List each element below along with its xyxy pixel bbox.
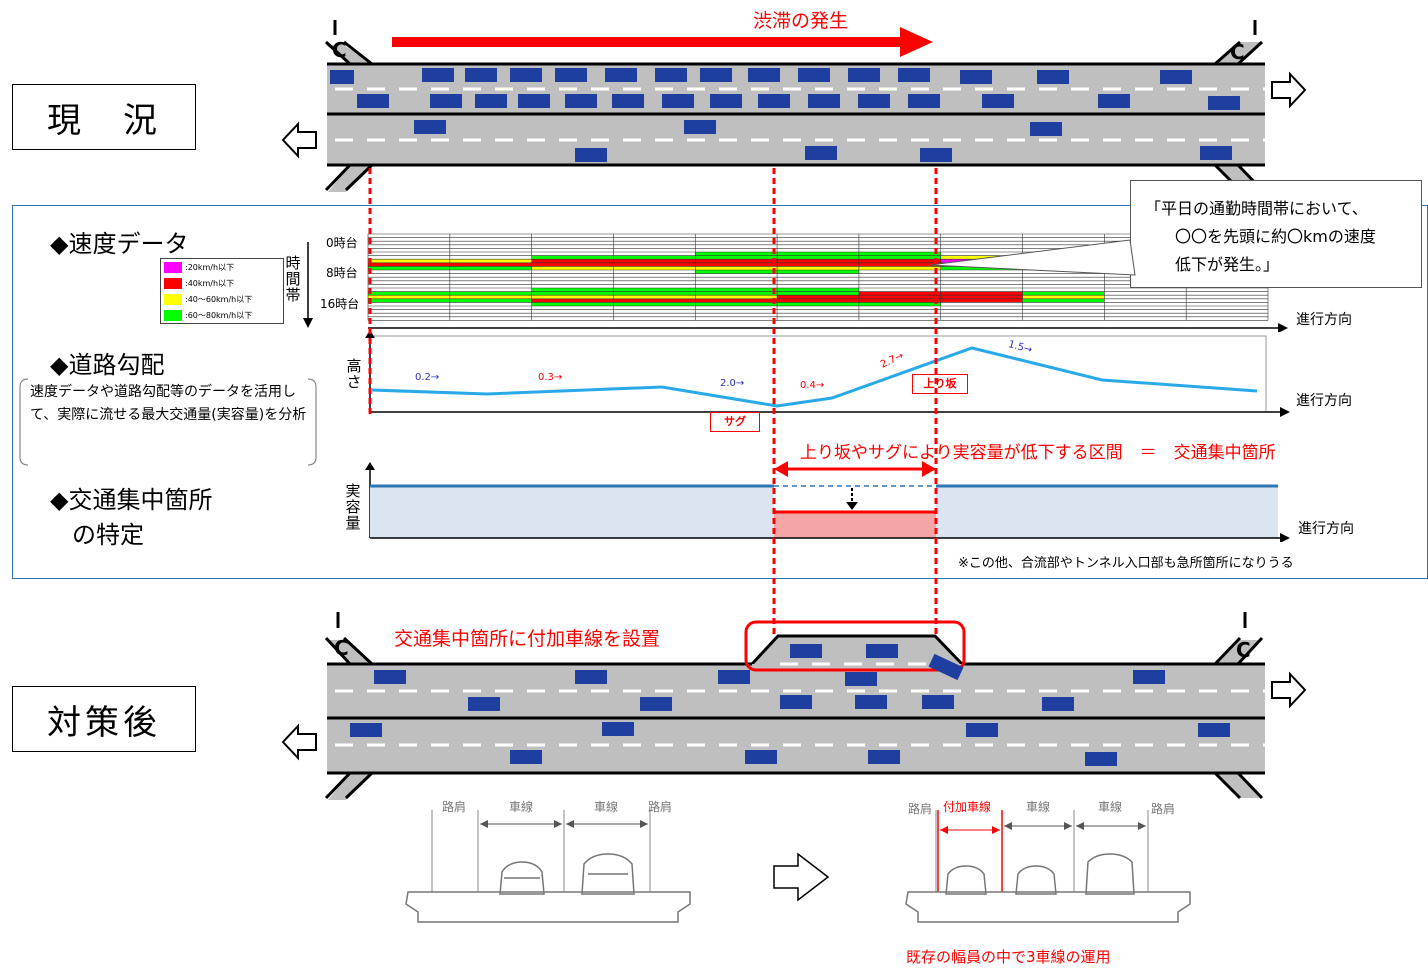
after-added-lane: 付加車線	[943, 800, 992, 814]
legend-label: :40～60km/h以下	[185, 294, 253, 304]
legend-label: :20km/h以下	[185, 262, 235, 272]
capacity-chart	[365, 462, 1290, 542]
legend-item: :60～80km/h以下	[161, 307, 283, 323]
legend-item: :40～60km/h以下	[161, 291, 283, 307]
ic-ramps	[324, 20, 1264, 192]
heatmap-cell	[531, 255, 941, 260]
direction-arrow-right	[1271, 71, 1307, 109]
after-lane-1: 車線	[1026, 800, 1051, 814]
congestion-spot-heading: ◆交通集中箇所	[50, 486, 213, 514]
grade-line	[371, 346, 1258, 408]
uphill-tag: 上り坂	[912, 374, 968, 394]
heatmap-cell	[531, 266, 941, 270]
drop-section-arrow	[774, 461, 936, 477]
legend-label: :60～80km/h以下	[185, 310, 253, 320]
heatmap-cell	[1022, 291, 1105, 296]
legend-label: :40km/h以下	[185, 278, 235, 288]
cars-top	[330, 68, 1240, 162]
congestion-spot-heading-2: の特定	[72, 521, 144, 549]
guide-lines	[368, 168, 938, 638]
capacity-label: 実容量	[345, 482, 361, 532]
heatmap-cell	[940, 255, 1023, 260]
after-road-diagram	[281, 612, 1307, 800]
callout-line-1: 「平日の通勤時間帯において、	[1145, 199, 1368, 218]
speed-legend: :20km/h以下 :40km/h以下 :40～60km/h以下 :60～80k…	[160, 258, 284, 324]
direction-label-heatmap: 進行方向	[1296, 312, 1352, 328]
before-shoulder-left: 路肩	[442, 800, 467, 814]
road-grade-heading: ◆道路勾配	[50, 351, 165, 379]
before-lane-1: 車線	[509, 800, 534, 814]
after-lane-2: 車線	[1098, 800, 1123, 814]
heatmap-cell	[777, 295, 1023, 299]
heatmap-cell	[695, 252, 941, 256]
after-shoulder-left: 路肩	[908, 802, 933, 816]
time-tick-8: 8時台	[326, 266, 358, 280]
transition-arrow	[773, 852, 830, 902]
before-shoulder-right: 路肩	[648, 800, 673, 814]
legend-swatch	[164, 277, 182, 289]
ic-ramps-bottom	[324, 612, 1264, 800]
callout-line-2: 〇〇を先頭に約〇kmの速度	[1175, 227, 1376, 246]
callout-pointer	[929, 239, 1136, 276]
cross-section-after	[905, 810, 1191, 923]
speed-data-heading: ◆速度データ	[50, 230, 189, 258]
heatmap-cell	[531, 259, 941, 263]
analysis-note-text: 速度データや道路勾配等のデータを活用して、実際に流せる最大交通量(実容量)を分析	[30, 384, 307, 423]
legend-item: :20km/h以下	[161, 259, 283, 275]
time-tick-0: 0時台	[326, 236, 358, 250]
direction-arrow-left	[281, 121, 317, 159]
ic-letter-bottom-right: C	[1236, 638, 1251, 662]
measure-label: 交通集中箇所に付加車線を設置	[394, 628, 661, 650]
before-lane-2: 車線	[594, 800, 619, 814]
heatmap-cell	[531, 302, 941, 306]
cross-section-before	[405, 810, 691, 923]
heatmap-cell	[1022, 295, 1105, 299]
drop-section-label: 上り坂やサグにより実容量が低下する区間 ＝ 交通集中箇所	[800, 443, 1276, 463]
time-axis-label: 時間帯	[285, 254, 301, 304]
legend-swatch	[164, 293, 182, 305]
ic-letter-top-right: C	[1230, 40, 1245, 64]
direction-label-grade: 進行方向	[1296, 393, 1352, 409]
cars-bottom	[350, 644, 1230, 766]
speed-drop-callout: 「平日の通勤時間帯において、 〇〇を先頭に約〇kmの速度 低下が発生。」	[1130, 180, 1422, 288]
heatmap-cell	[1022, 298, 1105, 303]
heatmap-cell	[531, 262, 941, 267]
cross-section-caption: 既存の幅員の中で3車線の運用	[906, 948, 1111, 966]
time-axis-arrow	[303, 242, 313, 328]
grade-value: 0.3→	[538, 372, 563, 383]
grade-value: 0.4→	[800, 380, 825, 391]
current-road-diagram	[281, 20, 1307, 192]
sag-tag: サグ	[710, 412, 760, 432]
direction-label-capacity: 進行方向	[1298, 521, 1354, 537]
speed-heatmap	[367, 233, 1288, 332]
height-label: 高さ	[346, 357, 362, 391]
direction-arrow-right-bottom	[1271, 671, 1307, 709]
ic-letter-bottom-left: C	[334, 636, 349, 660]
legend-swatch	[164, 261, 182, 273]
legend-item: :40km/h以下	[161, 275, 283, 291]
ic-letter-top-left: C	[332, 38, 347, 62]
legend-swatch	[164, 309, 182, 321]
after-shoulder-right: 路肩	[1151, 802, 1176, 816]
after-measure-label: 対策後	[12, 686, 196, 752]
direction-arrow-left-bottom	[281, 723, 317, 761]
footnote: ※この他、合流部やトンネル入口部も急所箇所になりうる	[958, 556, 1294, 571]
congestion-arrow	[392, 27, 933, 57]
current-state-label: 現 況	[12, 84, 196, 150]
grade-value: 2.0→	[720, 378, 745, 389]
congestion-label: 渋滞の発生	[753, 10, 849, 32]
time-tick-16: 16時台	[320, 297, 360, 311]
callout-line-3: 低下が発生。」	[1175, 255, 1280, 274]
analysis-note: 速度データや道路勾配等のデータを活用して、実際に流せる最大交通量(実容量)を分析	[18, 377, 318, 467]
heatmap-cell	[531, 295, 778, 299]
grade-value: 0.2→	[415, 372, 440, 383]
